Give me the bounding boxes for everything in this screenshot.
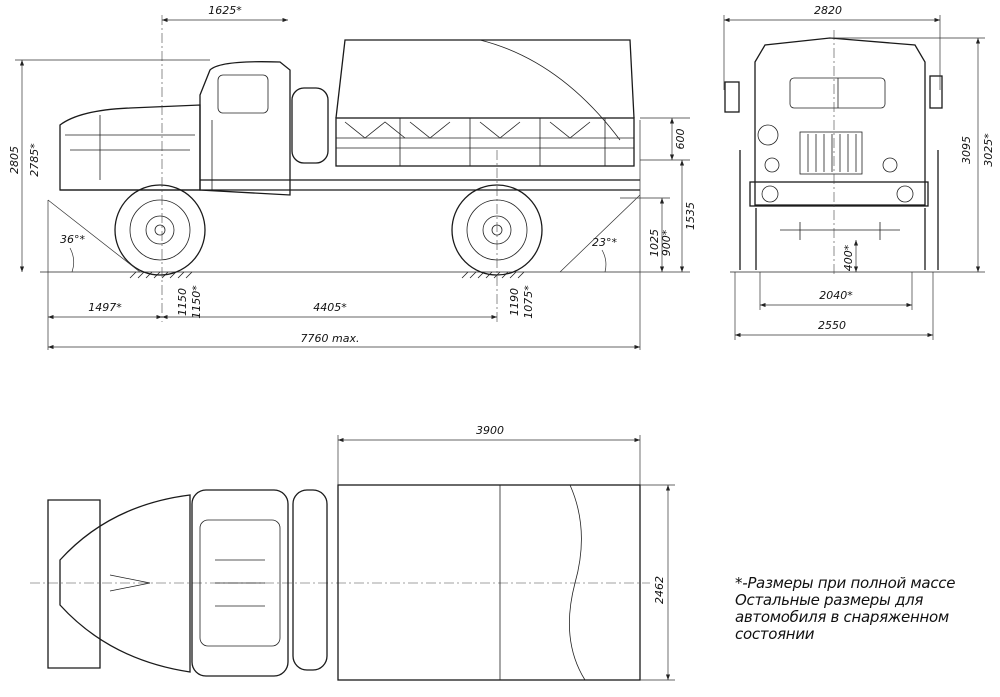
- grille: [799, 131, 863, 175]
- side-view: 1625* 2805 2785* 36°* 23°* 600 1535 1025…: [8, 4, 697, 350]
- mirror-right: [929, 75, 943, 109]
- hood-top: [59, 494, 191, 673]
- tarp: [335, 39, 635, 119]
- note-line: состоянии: [735, 625, 815, 643]
- cargo-body-top: [337, 484, 641, 681]
- dim-front-overhang: 1497*: [88, 301, 122, 314]
- cab: [199, 61, 291, 196]
- front-bumper-top: [47, 499, 101, 669]
- spare-wheel: [291, 87, 329, 164]
- dim-height: 2805: [8, 146, 21, 174]
- dim-ground-clearance: 400*: [842, 244, 855, 271]
- dim-side-height: 600: [674, 129, 687, 150]
- dim-height-loaded: 2785*: [28, 143, 41, 177]
- dim-front-wheel-loaded: 1150*: [190, 285, 203, 319]
- bumper: [749, 181, 929, 207]
- cargo-body: [335, 117, 635, 167]
- note-line: *-Размеры при полной массе: [735, 574, 956, 592]
- dim-platform-height: 1535: [684, 202, 697, 230]
- wheels-front: [739, 150, 939, 270]
- dim-front-wheel: 1150: [176, 288, 189, 316]
- windshield: [789, 77, 886, 109]
- dim-overall-length: 7760 max.: [301, 332, 360, 345]
- front-view: 2820 3095 3025* 400* 2040* 2550: [723, 4, 995, 340]
- cab-window: [217, 74, 269, 114]
- cab-roof: [191, 489, 289, 677]
- dim-wheelbase: 4405*: [313, 301, 347, 314]
- top-view: 3900 2462: [30, 424, 675, 681]
- note-line: автомобиля в снаряженном: [735, 608, 949, 626]
- dim-mirror-width: 2820: [814, 4, 842, 17]
- note-line: Остальные размеры для: [735, 591, 924, 609]
- dim-rear-wheel: 1190: [508, 288, 521, 316]
- frame: [60, 179, 640, 191]
- ground-hatch: [129, 271, 525, 279]
- dim-width: 2550: [818, 319, 846, 332]
- dim-height-loaded: 3025*: [982, 133, 995, 167]
- spare-wheel-top: [292, 489, 328, 671]
- angle-rear: 23°*: [592, 236, 617, 249]
- dim-rear-wheel-loaded: 1075*: [522, 285, 535, 319]
- angle-front: 36°*: [60, 233, 85, 246]
- dim-cab-length: 1625*: [208, 4, 242, 17]
- dim-rear-frame-height: 1025: [648, 229, 661, 257]
- dim-rear-frame-height-loaded: 900*: [660, 229, 673, 256]
- dim-track: 2040*: [819, 289, 853, 302]
- dim-body-length: 3900: [476, 424, 504, 437]
- dimension-notes: *-Размеры при полной массе Остальные раз…: [735, 575, 985, 643]
- cab-front: [754, 37, 926, 206]
- dim-body-width: 2462: [653, 576, 666, 604]
- front-wheel: [114, 184, 206, 276]
- hood: [59, 104, 201, 191]
- mirror-left: [724, 81, 740, 113]
- dim-height: 3095: [960, 136, 973, 164]
